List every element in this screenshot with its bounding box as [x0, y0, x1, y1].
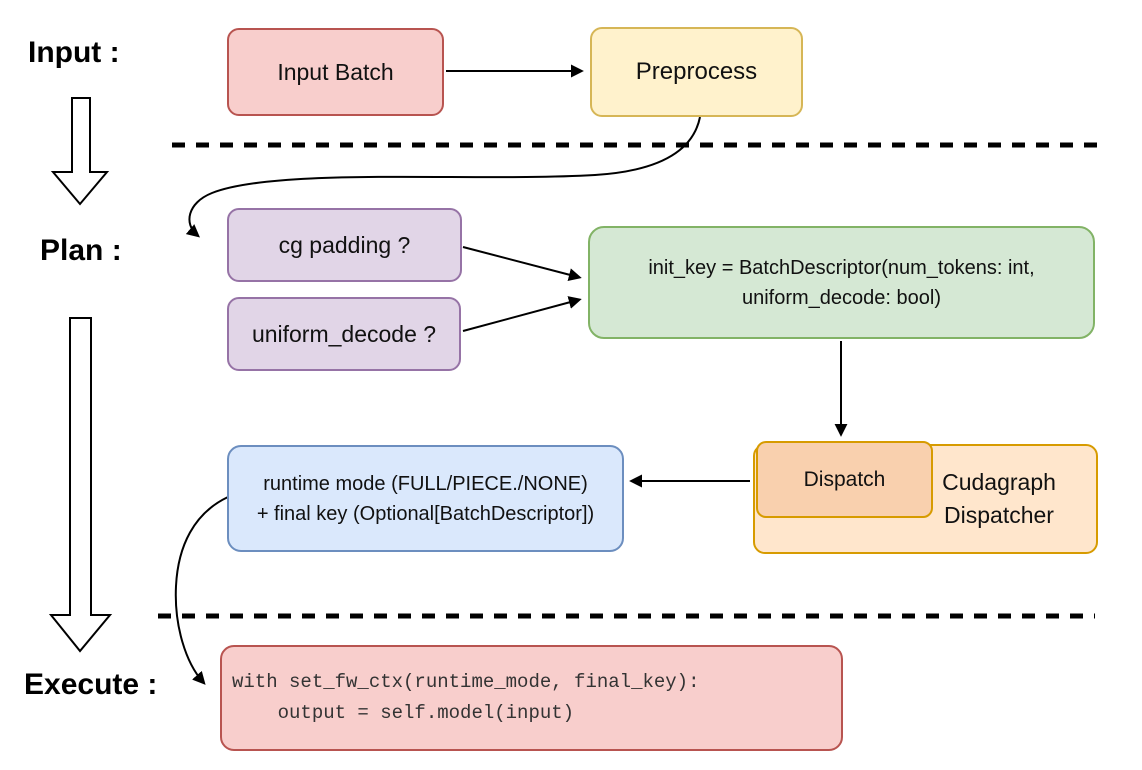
- node-cudagraph-dispatcher-line1: Cudagraph: [942, 469, 1056, 495]
- arrow-uniform-decode-to-init-key: [462, 296, 582, 332]
- node-cg-padding-label: cg padding ?: [278, 231, 411, 258]
- arrow-cg-padding-to-init-key: [462, 246, 582, 281]
- node-dispatch: Dispatch: [756, 441, 933, 518]
- node-init-key-line2: uniform_decode: bool): [741, 286, 941, 309]
- node-input-batch: Input Batch: [227, 28, 444, 116]
- node-execute-code-line1: with set_fw_ctx(runtime_mode, final_key)…: [232, 671, 700, 693]
- node-input-batch-label: Input Batch: [277, 58, 394, 85]
- node-runtime-mode-line2: + final key (Optional[BatchDescriptor]): [256, 502, 595, 525]
- node-runtime-mode: runtime mode (FULL/PIECE./NONE) + final …: [227, 445, 624, 552]
- node-preprocess-label: Preprocess: [635, 58, 758, 85]
- node-dispatch-label: Dispatch: [803, 467, 886, 491]
- node-cudagraph-dispatcher-line2: Dispatcher: [944, 502, 1054, 528]
- node-runtime-mode-line1: runtime mode (FULL/PIECE./NONE): [263, 472, 588, 495]
- node-execute-code: with set_fw_ctx(runtime_mode, final_key)…: [220, 645, 843, 751]
- phase-label-plan: Plan :: [40, 234, 122, 267]
- node-uniform-decode-label: uniform_decode ?: [251, 320, 437, 347]
- node-execute-code-line2: output = self.model(input): [232, 702, 575, 724]
- node-cg-padding: cg padding ?: [227, 208, 462, 282]
- phase-label-execute: Execute :: [24, 668, 158, 701]
- phase-label-input: Input :: [28, 36, 120, 69]
- node-init-key-line1: init_key = BatchDescriptor(num_tokens: i…: [648, 256, 1035, 279]
- arrow-runtime-mode-to-execute-code: [174, 496, 229, 685]
- block-arrow-input-to-plan: [50, 97, 110, 206]
- arrow-preprocess-to-cg-padding: [185, 116, 701, 238]
- node-uniform-decode: uniform_decode ?: [227, 297, 461, 371]
- block-arrow-plan-to-execute: [48, 317, 113, 653]
- node-init-key: init_key = BatchDescriptor(num_tokens: i…: [588, 226, 1095, 339]
- node-preprocess: Preprocess: [590, 27, 803, 117]
